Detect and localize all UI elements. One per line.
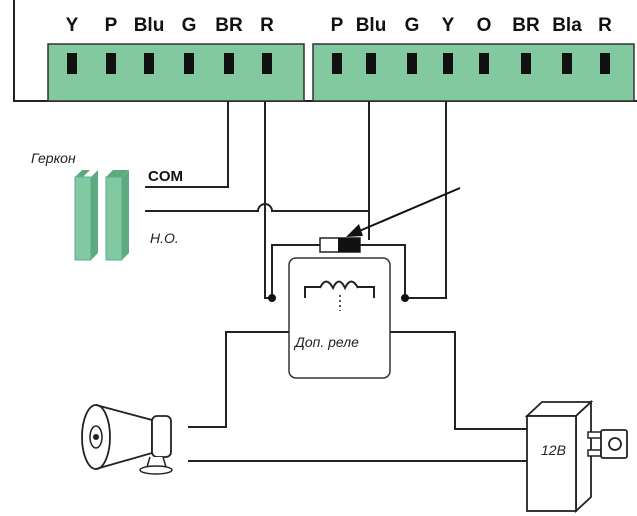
terminal-pin-right-blu [366,53,376,74]
terminal-label-left-g: G [182,15,197,36]
com-label: COM [148,168,183,185]
wire-y-to-relay [405,101,447,299]
terminal-pin-right-p [332,53,342,74]
terminal-pin-right-r [600,53,610,74]
terminal-label-left-y: Y [66,15,79,36]
reed-switch-magnet-left-edge [91,170,98,260]
terminal-label-right-blu: Blu [356,15,387,36]
terminal-label-left-br: BR [215,15,243,36]
terminal-label-right-br: BR [512,15,540,36]
diode-band [338,238,360,252]
terminal-pin-left-y [67,53,77,74]
wire-r-to-relay [264,101,272,299]
relay-label: Доп. реле [293,334,359,350]
wire-relay-to-siren [188,331,289,428]
terminal-label-right-p: P [331,15,344,36]
terminal-label-right-g: G [405,15,420,36]
junction-right [401,294,409,302]
terminal-pin-left-p [106,53,116,74]
siren-icon [81,404,173,475]
power-adapter-label: 12В [541,442,566,458]
reed-switch-magnet-right [105,176,123,261]
terminal-label-right-o: O [477,15,492,36]
terminal-label-left-r: R [260,15,274,36]
terminal-label-left-blu: Blu [134,15,165,36]
terminal-label-left-p: P [105,15,118,36]
junction-left [268,294,276,302]
reed-switch-magnet-left [74,176,92,261]
terminal-label-right-r: R [598,15,612,36]
reed-switch-magnet-right-side [106,170,129,177]
relay-box [288,257,391,379]
wire-br-to-com [145,101,229,188]
terminal-block-left [47,43,305,102]
terminal-label-right-y: Y [442,15,455,36]
power-adapter-icon [524,399,628,514]
terminal-pin-right-br [521,53,531,74]
terminal-pin-right-y [443,53,453,74]
terminal-pin-left-r [262,53,272,74]
wire-relay-to-adapter [390,331,530,430]
terminal-block-right [312,43,635,102]
terminal-pin-left-br [224,53,234,74]
relay-coil-lead-right [358,286,375,298]
relay-coil-lead-left [304,286,320,298]
terminal-pin-right-bla [562,53,572,74]
arrow-head [346,224,363,237]
terminal-pin-left-blu [144,53,154,74]
reed-switch-magnet-left-side [75,170,90,177]
terminal-label-right-bla: Bla [552,15,582,36]
reed-switch-magnet-right-edge [122,170,129,260]
reed-switch-label: Геркон [31,150,76,166]
relay-coil [319,280,359,291]
wire-no [145,203,369,212]
terminal-pin-right-o [479,53,489,74]
arrow-line [356,187,461,233]
terminal-pin-right-g [407,53,417,74]
terminal-pin-left-g [184,53,194,74]
no-label: Н.О. [150,230,179,246]
